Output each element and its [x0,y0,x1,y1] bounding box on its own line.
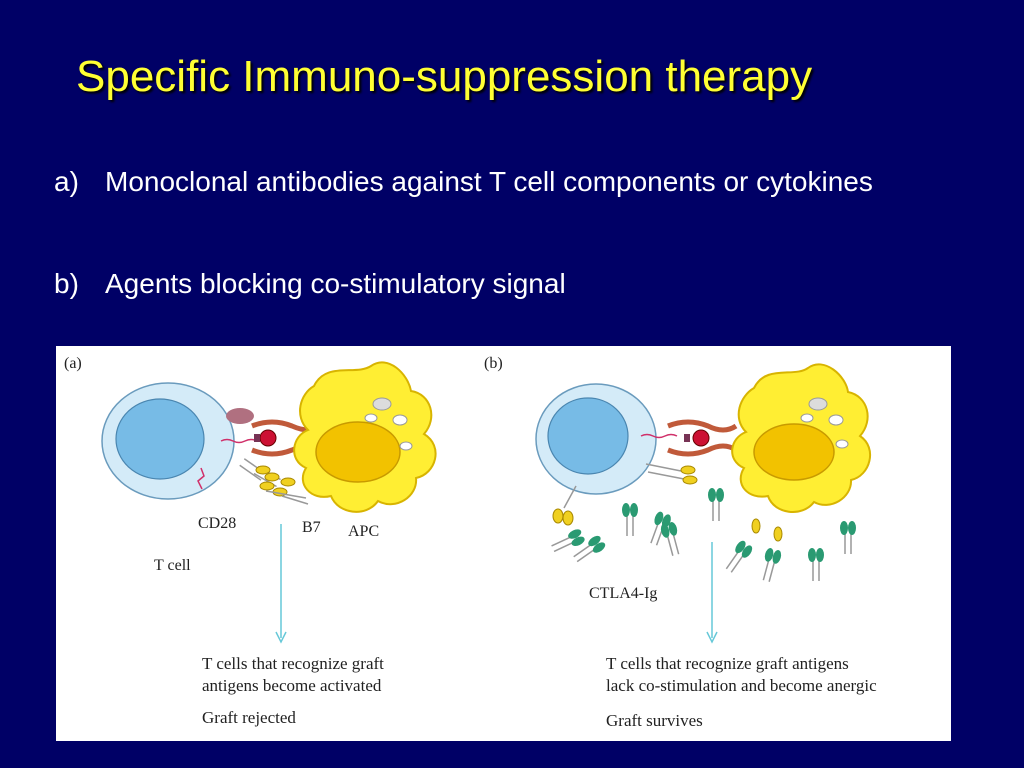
apc-cell-b [731,363,871,514]
slide-title: Specific Immuno-suppression therapy [76,52,813,101]
t-cell-b [535,383,678,495]
panel-b-caption-line2: lack co-stimulation and become anergic [606,676,877,695]
label-cd28: CD28 [198,515,236,532]
panel-a-tag: (a) [64,355,82,372]
label-t-cell: T cell [154,557,191,574]
panel-b-tag: (b) [484,355,503,372]
costimulation-figure: (a) [56,346,951,741]
label-b7: B7 [302,519,321,536]
panel-a-arrow [275,524,287,644]
panel-b-caption-line1: T cells that recognize graft antigens [606,654,849,673]
cd28-b7-b [552,463,698,526]
t-cell [101,382,258,500]
apc-cell [293,361,437,513]
panel-b: (b) [484,355,877,730]
panel-a-caption-line1: T cells that recognize graft [202,654,384,673]
tcr-molecule [226,408,254,424]
panel-b-arrow [706,542,718,644]
panel-a: (a) [64,355,437,727]
label-apc: APC [348,523,379,540]
bullet-marker-b: b) [54,268,79,299]
label-ctla4ig: CTLA4-Ig [589,585,657,602]
bullet-text-a: Monoclonal antibodies against T cell com… [105,166,873,197]
mhc-tcr-contact-b [667,419,738,457]
bullet-marker-a: a) [54,166,79,197]
panel-b-outcome: Graft survives [606,711,703,730]
cd28-b7-pairs [238,457,309,505]
bullet-text-b: Agents blocking co-stimulatory signal [105,268,566,299]
panel-a-caption-line2: antigens become activated [202,676,382,695]
panel-a-outcome: Graft rejected [202,708,296,727]
ctla4ig-molecules [548,487,857,584]
